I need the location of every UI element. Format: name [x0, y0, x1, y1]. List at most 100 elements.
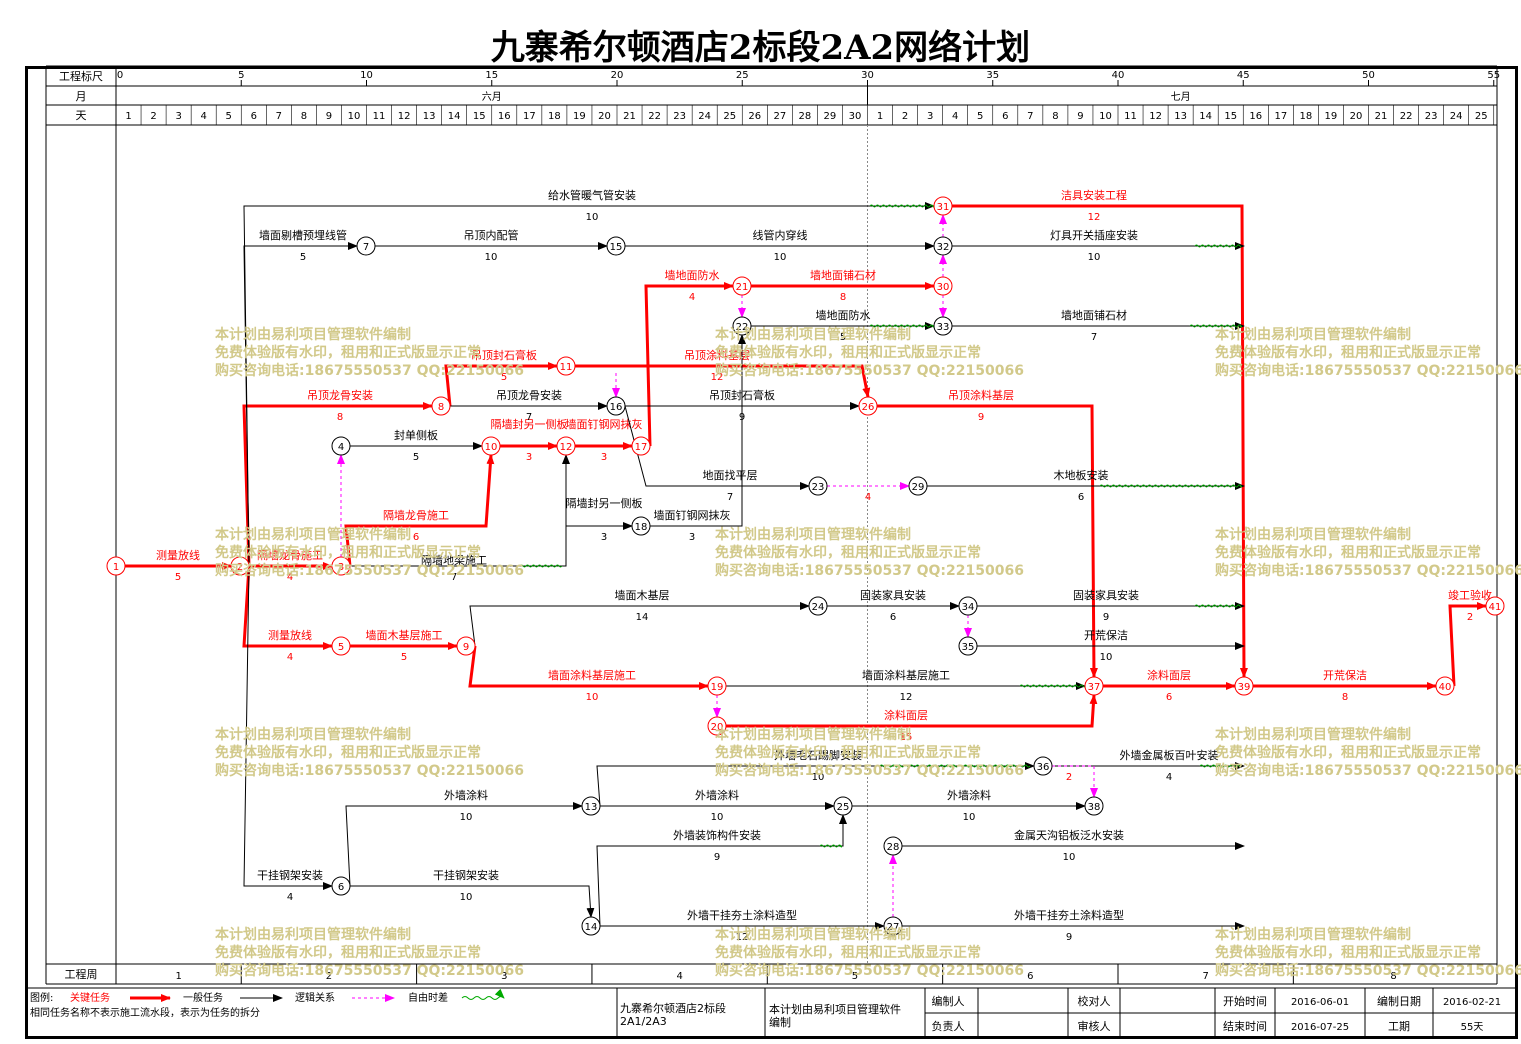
task-name: 隔墙龙骨施工 — [257, 548, 323, 562]
day-cell: 8 — [1052, 111, 1058, 122]
node-number: 23 — [812, 482, 825, 493]
footer-software: 本计划由易利项目管理软件 — [769, 1002, 901, 1016]
day-cell: 3 — [927, 111, 933, 122]
task-duration: 3 — [689, 532, 695, 543]
watermark-block: 本计划由易利项目管理软件编制免费体验版有水印，租用和正式版显示正常购买咨询电话:… — [215, 326, 524, 380]
node-number: 39 — [1238, 682, 1251, 693]
scale-tick-label: 5 — [238, 70, 244, 81]
day-cell: 20 — [598, 111, 611, 122]
task-duration: 10 — [586, 692, 599, 703]
node-number: 1 — [113, 562, 119, 573]
day-cell: 18 — [548, 111, 561, 122]
task-name: 外墙干挂夯土涂料造型 — [687, 908, 797, 922]
day-cell: 5 — [977, 111, 983, 122]
critical-task-arrow — [726, 694, 1098, 728]
task-duration: 12 — [711, 372, 724, 383]
node-circle — [933, 236, 953, 256]
logic-dummy-arrow — [1052, 765, 1098, 798]
watermark-block: 本计划由易利项目管理软件编制免费体验版有水印，租用和正式版显示正常购买咨询电话:… — [215, 526, 524, 580]
critical-task-arrow — [344, 454, 495, 567]
node-circle — [331, 436, 351, 456]
normal-task-arrow — [565, 455, 633, 530]
footer-start-label: 开始时间 — [1223, 994, 1267, 1008]
watermark-block: 本计划由易利项目管理软件编制免费体验版有水印，租用和正式版显示正常购买咨询电话:… — [715, 526, 1024, 580]
task-duration: 8 — [337, 412, 343, 423]
watermark-line: 本计划由易利项目管理软件编制 — [715, 527, 911, 543]
week-cell: 3 — [501, 971, 507, 982]
day-cell: 24 — [698, 111, 711, 122]
node-number: 3 — [338, 562, 344, 573]
footer-editor-label: 编制人 — [932, 994, 965, 1008]
day-cell: 9 — [326, 111, 332, 122]
node-circle — [331, 876, 351, 896]
task-name: 外墙金属板百叶安装 — [1120, 748, 1219, 762]
node-circle — [833, 796, 853, 816]
watermark-line: 本计划由易利项目管理软件编制 — [1215, 927, 1411, 943]
node-circle — [581, 916, 601, 936]
task-name: 固装家具安装 — [1073, 588, 1139, 602]
day-cell: 18 — [1300, 111, 1313, 122]
task-name: 吊顶龙骨安装 — [307, 388, 373, 402]
day-cell: 29 — [824, 111, 837, 122]
task-name: 地面找平层 — [703, 468, 758, 482]
node-circle — [581, 796, 601, 816]
watermark-line: 本计划由易利项目管理软件编制 — [715, 727, 911, 743]
footer-date-value: 2016-02-21 — [1443, 997, 1501, 1008]
node-number: 37 — [1088, 682, 1101, 693]
day-cell: 1 — [877, 111, 883, 122]
task-name: 封单侧板 — [394, 428, 438, 442]
watermark-line: 购买咨询电话:18675550537 QQ:22150066 — [215, 763, 524, 779]
node-number: 32 — [937, 242, 950, 253]
free-float-line — [1199, 764, 1241, 768]
node-circle — [331, 636, 351, 656]
normal-task-arrow — [243, 565, 333, 890]
day-cell: 30 — [849, 111, 862, 122]
watermark-line: 免费体验版有水印，租用和正式版显示正常 — [1215, 745, 1481, 761]
node-number: 34 — [962, 602, 975, 613]
task-duration: 12 — [1088, 212, 1101, 223]
node-circle — [606, 236, 626, 256]
task-duration: 10 — [812, 772, 825, 783]
node-number: 13 — [585, 802, 598, 813]
free-float-line — [869, 324, 935, 328]
task-name: 吊顶涂料基层 — [684, 348, 750, 362]
day-cell: 11 — [373, 111, 386, 122]
node-circle — [732, 276, 752, 296]
normal-task-arrow — [243, 202, 935, 567]
week-cell: 8 — [1390, 971, 1396, 982]
task-duration: 10 — [460, 812, 473, 823]
legend-note: 相同任务名称不表示施工流水段，表示为任务的拆分 — [30, 1006, 260, 1019]
footer-owner-label: 负责人 — [932, 1019, 965, 1033]
watermark-line: 免费体验版有水印，租用和正式版显示正常 — [215, 945, 481, 961]
node-circle — [1234, 676, 1254, 696]
node-number: 15 — [610, 242, 623, 253]
task-name: 墙地面防水 — [665, 268, 720, 282]
task-duration: 3 — [601, 532, 607, 543]
footer-checker-label: 校对人 — [1078, 994, 1111, 1008]
watermark-block: 本计划由易利项目管理软件编制免费体验版有水印，租用和正式版显示正常购买咨询电话:… — [215, 926, 524, 980]
day-cell: 7 — [276, 111, 282, 122]
task-name: 开荒保洁 — [1084, 628, 1128, 642]
task-duration: 6 — [413, 532, 419, 543]
task-duration: 4 — [287, 892, 293, 903]
scale-label: 工程标尺 — [59, 69, 103, 83]
node-circle — [631, 436, 651, 456]
node-circle — [933, 196, 953, 216]
task-name: 竣工验收 — [1448, 588, 1492, 602]
day-cell: 10 — [1099, 111, 1112, 122]
footer-start-value: 2016-06-01 — [1291, 997, 1349, 1008]
scale-tick-label: 10 — [360, 70, 373, 81]
node-circle — [106, 556, 126, 576]
task-name: 给水管暖气管安装 — [548, 188, 636, 202]
task-duration: 10 — [711, 812, 724, 823]
node-number: 12 — [560, 442, 573, 453]
task-duration: 10 — [586, 212, 599, 223]
task-name: 墙面木基层 — [615, 588, 670, 602]
task-duration: 9 — [1066, 932, 1072, 943]
task-duration: 10 — [963, 812, 976, 823]
node-number: 16 — [610, 402, 623, 413]
day-cell: 21 — [1375, 111, 1388, 122]
node-circle — [707, 676, 727, 696]
task-duration: 10 — [485, 252, 498, 263]
